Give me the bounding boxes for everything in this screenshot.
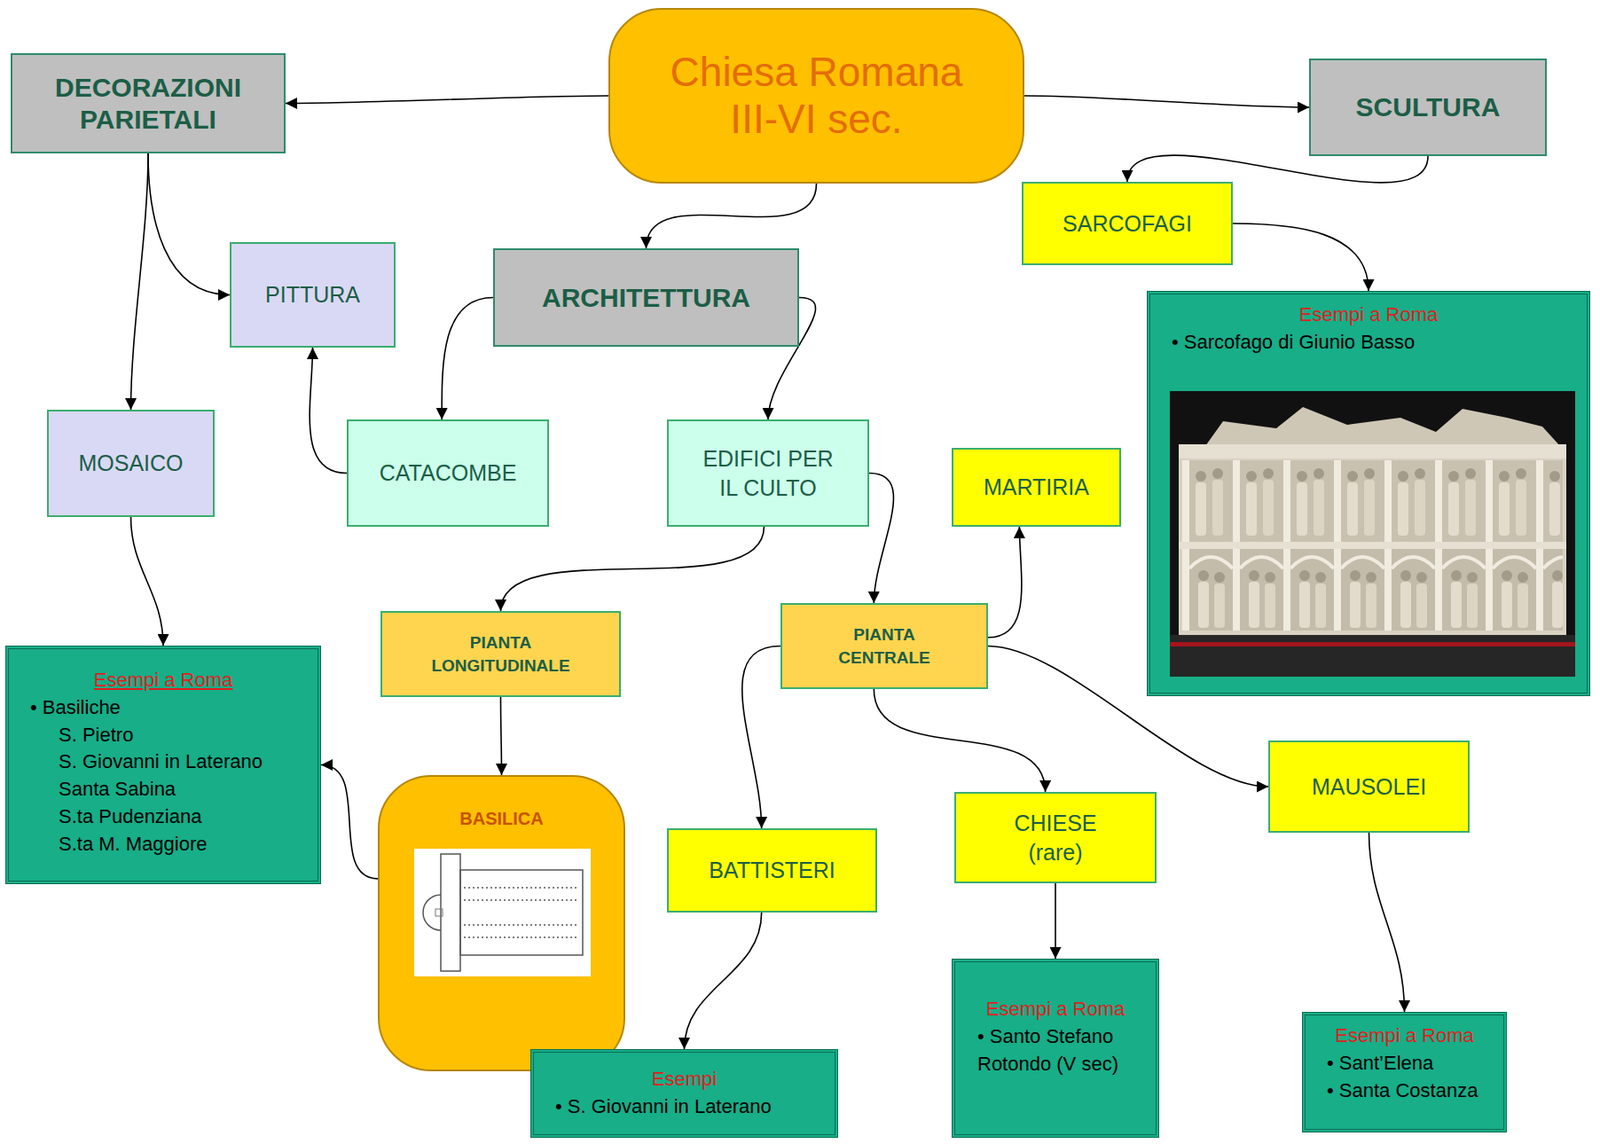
example-box: Esempi a Roma• Sarcofago di Giunio Basso — [1146, 290, 1591, 697]
node-text: • S. Giovanni in Laterano — [542, 1093, 826, 1122]
node-label: Esempi a Roma — [1314, 1022, 1495, 1051]
sarcophagus-photo — [1169, 391, 1576, 677]
subtopic-box: MOSAICO — [47, 409, 215, 518]
node-label: Esempi a Roma — [1159, 301, 1578, 330]
subtopic-box: MARTIRIA — [951, 447, 1122, 527]
connector-arrow — [148, 153, 230, 296]
subtopic-box: SARCOFAGI — [1021, 181, 1233, 266]
subtopic-box: PITTURA — [229, 242, 396, 348]
connector-arrow — [1232, 223, 1369, 291]
node-text: • Sarcofago di Giunio Basso — [1159, 329, 1578, 357]
node-text: S. Pietro — [17, 721, 309, 750]
node-label: BASILICA — [459, 808, 543, 830]
plan-box: PIANTA CENTRALE — [780, 603, 989, 690]
connector-arrow — [1127, 155, 1428, 183]
connector-arrow — [321, 765, 378, 879]
node-text: Santa Sabina — [17, 776, 309, 804]
basilica-box: BASILICA — [377, 775, 626, 1072]
connector-arrow — [131, 153, 150, 410]
node-label: MAUSOLEI — [1311, 772, 1427, 802]
node-label: PITTURA — [265, 280, 361, 310]
example-box: Esempi a Roma• Santo Stefano Rotondo (V … — [951, 958, 1160, 1138]
node-text: • Santo Stefano Rotondo (V sec) — [964, 1023, 1146, 1079]
example-box: Esempi a Roma• Sant’Elena• Santa Costanz… — [1301, 1011, 1507, 1133]
category-box: ARCHITETTURA — [493, 248, 800, 347]
connector-arrow — [873, 689, 1045, 793]
connector-arrow — [501, 697, 502, 776]
connector-arrow — [285, 95, 609, 104]
connector-arrow — [684, 912, 762, 1050]
node-label: BATTISTERI — [708, 855, 836, 886]
connector-arrow — [742, 646, 781, 830]
example-box: Esempi a Roma• BasilicheS. PietroS. Giov… — [5, 645, 322, 885]
connector-arrow — [441, 298, 494, 421]
connector-arrow — [1054, 883, 1057, 959]
node-label: CHIESE (rare) — [1002, 808, 1109, 867]
node-label: EDIFICI PER IL CULTO — [692, 444, 844, 502]
connector-arrow — [869, 473, 895, 604]
node-text: • Basiliche — [17, 694, 309, 722]
node-label: CATACOMBE — [379, 458, 518, 488]
node-label: PIANTA LONGITUDINALE — [407, 631, 595, 677]
node-text: • Santa Costanza — [1314, 1077, 1495, 1106]
node-label: MARTIRIA — [983, 472, 1090, 502]
node-label: SCULTURA — [1356, 91, 1501, 124]
subtopic-box: MAUSOLEI — [1268, 740, 1470, 833]
connector-arrow — [131, 517, 165, 646]
node-text: S.ta M. Maggiore — [17, 831, 309, 859]
subtopic-box: CATACOMBE — [346, 419, 550, 527]
node-label: Esempi a Roma — [17, 666, 309, 695]
connector-arrow — [646, 183, 817, 249]
category-box: DECORAZIONI PARIETALI — [10, 53, 286, 154]
plan-box: PIANTA LONGITUDINALE — [380, 611, 621, 698]
central-topic: Chiesa Romana III-VI sec. — [608, 7, 1025, 184]
connector-arrow — [501, 526, 765, 612]
node-text: S.ta Pudenziana — [17, 803, 309, 832]
node-text: S. Giovanni in Laterano — [17, 748, 309, 777]
subtopic-box: CHIESE (rare) — [954, 792, 1157, 884]
node-label: Chiesa Romana III-VI sec. — [648, 48, 986, 143]
node-label: PIANTA CENTRALE — [808, 623, 960, 669]
node-label: Esempi — [542, 1066, 826, 1094]
connector-arrow — [309, 347, 347, 474]
connector-arrow — [1024, 95, 1310, 108]
node-label: SARCOFAGI — [1062, 209, 1193, 239]
category-box: SCULTURA — [1309, 58, 1547, 157]
node-text: • Sant’Elena — [1314, 1050, 1495, 1078]
node-label: ARCHITETTURA — [541, 282, 751, 314]
subtopic-box: EDIFICI PER IL CULTO — [666, 419, 870, 527]
connector-arrow — [988, 526, 1022, 638]
example-box: Esempi• S. Giovanni in Laterano — [530, 1049, 839, 1138]
node-label: Esempi a Roma — [964, 996, 1147, 1024]
connector-arrow — [1369, 832, 1405, 1012]
basilica-plan — [414, 848, 591, 977]
subtopic-box: BATTISTERI — [666, 828, 878, 913]
node-label: MOSAICO — [78, 448, 183, 479]
node-label: DECORAZIONI PARIETALI — [21, 71, 275, 136]
